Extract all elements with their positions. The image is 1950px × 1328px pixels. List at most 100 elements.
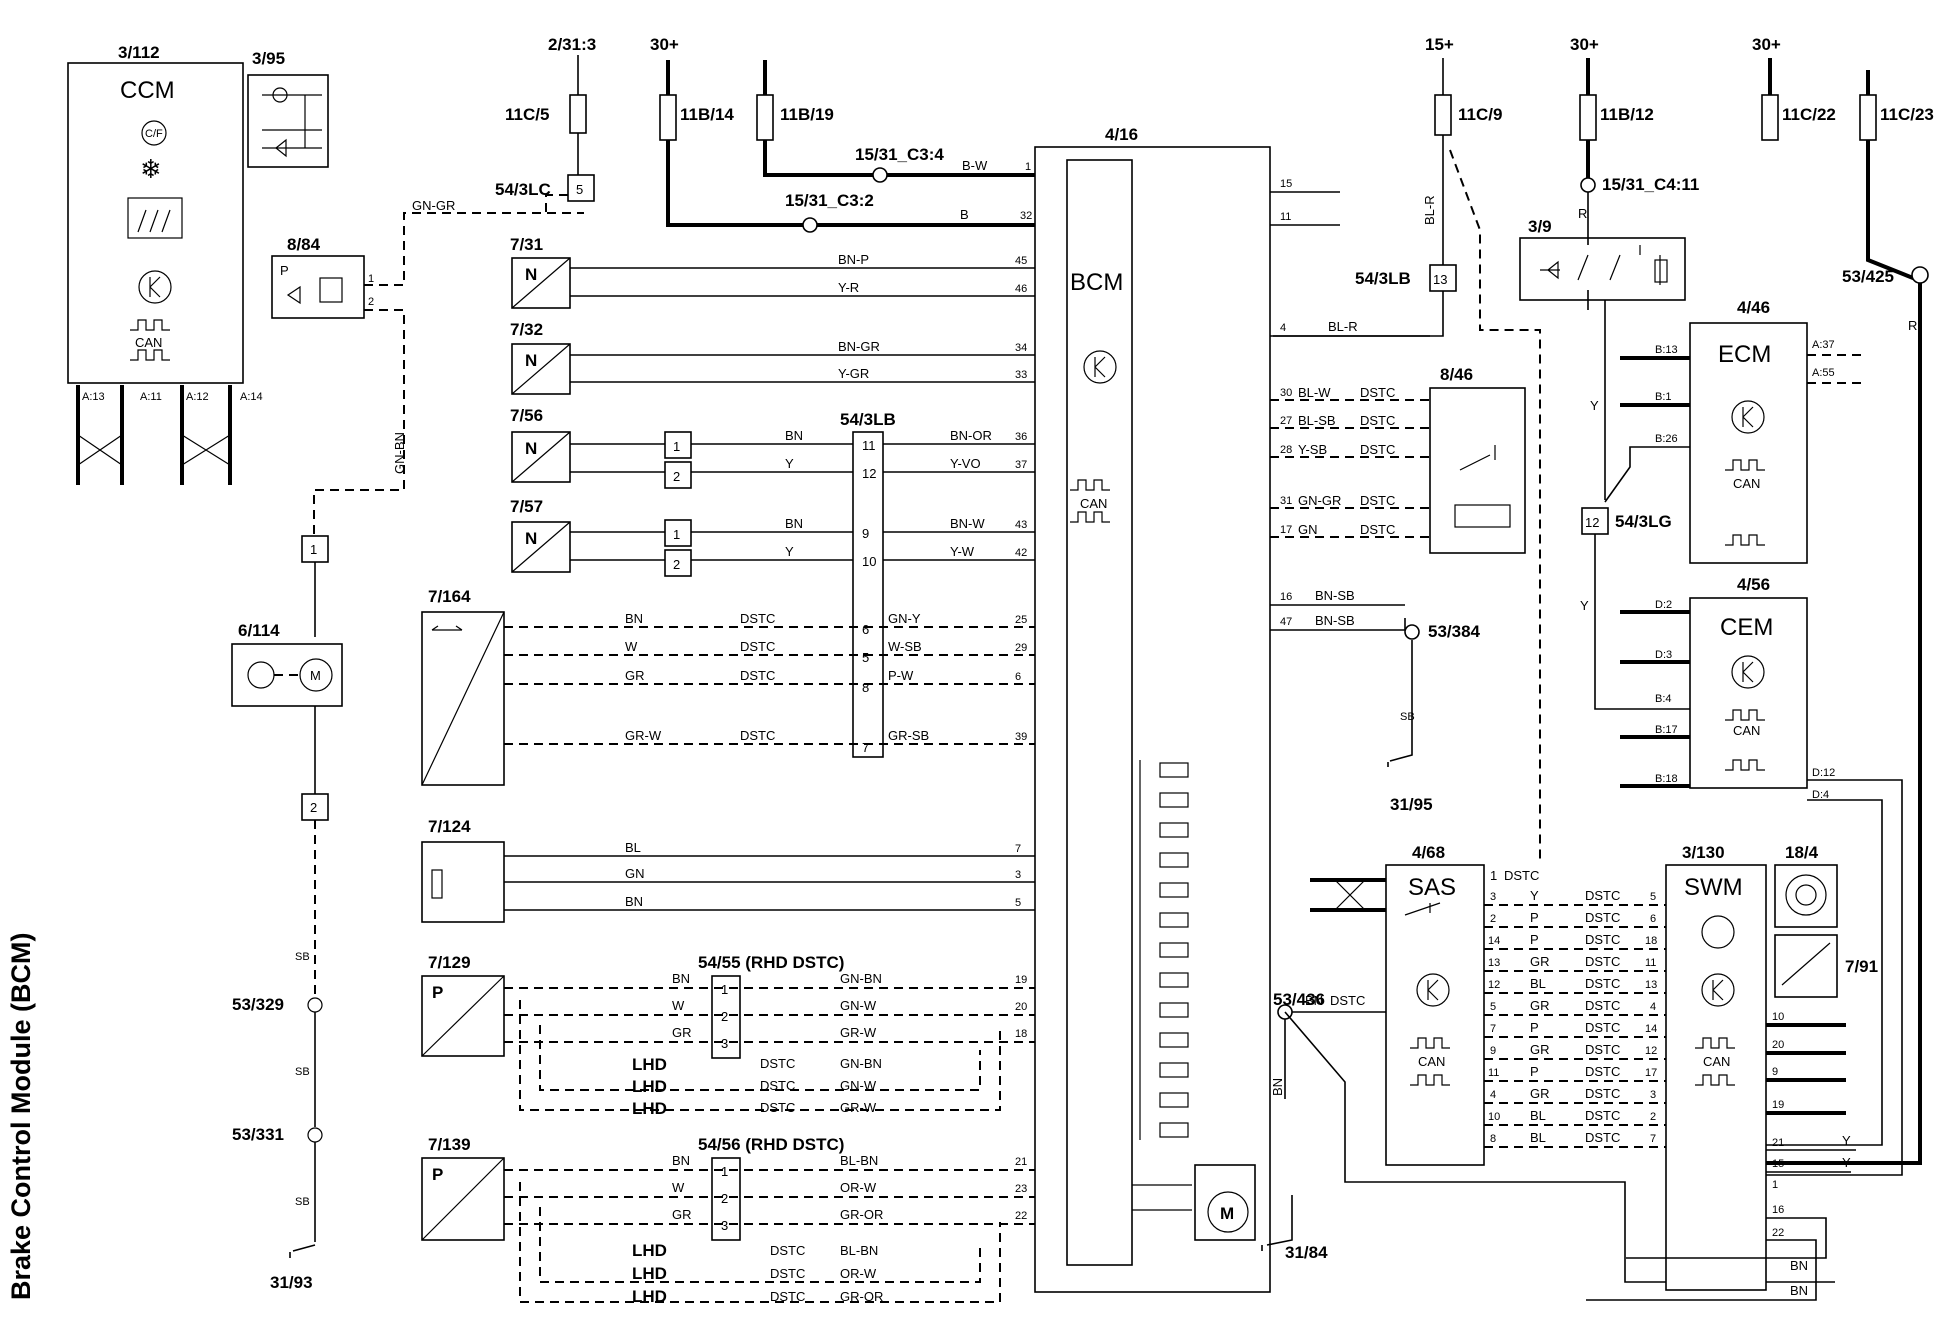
- svg-text:BN: BN: [672, 1153, 690, 1168]
- sensor-7-57: 7/57 N 1 2 BN Y BN-W Y-W 43 42: [510, 497, 1035, 577]
- svg-text:SWM: SWM: [1684, 874, 1743, 901]
- splice-53-331: [307, 1127, 323, 1143]
- svg-text:ECM: ECM: [1718, 341, 1771, 368]
- svg-text:N: N: [525, 439, 537, 458]
- svg-text:1: 1: [1025, 161, 1031, 173]
- svg-text:B:13: B:13: [1655, 344, 1678, 356]
- svg-text:12: 12: [1645, 1045, 1657, 1057]
- svg-text:37: 37: [1015, 459, 1027, 471]
- svg-text:4: 4: [1490, 1089, 1496, 1101]
- svg-text:3: 3: [721, 1218, 728, 1233]
- svg-text:21: 21: [1015, 1156, 1027, 1168]
- svg-text:P: P: [280, 263, 289, 278]
- svg-text:10: 10: [862, 554, 876, 569]
- svg-text:BL: BL: [1530, 976, 1546, 991]
- svg-text:DSTC: DSTC: [770, 1243, 805, 1258]
- svg-text:BL-R: BL-R: [1328, 319, 1358, 334]
- svg-text:53/329: 53/329: [232, 995, 284, 1014]
- svg-text:GN-BN: GN-BN: [840, 1056, 882, 1071]
- can-pulse-icon: [1725, 709, 1765, 721]
- svg-text:13: 13: [1645, 979, 1657, 991]
- svg-text:15: 15: [1772, 1158, 1784, 1170]
- svg-text:LHD: LHD: [632, 1287, 667, 1306]
- svg-text:P: P: [1530, 1064, 1539, 1079]
- svg-text:1: 1: [721, 1164, 728, 1179]
- svg-text:BL-W: BL-W: [1298, 385, 1331, 400]
- svg-text:6: 6: [1015, 671, 1021, 683]
- svg-text:1: 1: [673, 439, 680, 454]
- svg-text:GN-W: GN-W: [840, 998, 877, 1013]
- svg-text:19: 19: [1015, 974, 1027, 986]
- svg-text:GR: GR: [1530, 954, 1550, 969]
- svg-text:B:26: B:26: [1655, 433, 1678, 445]
- valve-solenoids: [1139, 760, 1189, 1140]
- svg-text:DSTC: DSTC: [740, 611, 775, 626]
- svg-text:BN: BN: [672, 971, 690, 986]
- svg-text:P-W: P-W: [888, 668, 914, 683]
- svg-text:10: 10: [1488, 1111, 1500, 1123]
- svg-text:DSTC: DSTC: [1585, 1086, 1620, 1101]
- component-8-84: 8/84 P 1 2 GN-GR GN-BN: [271, 198, 584, 540]
- svg-text:6/114: 6/114: [238, 621, 280, 640]
- svg-text:3: 3: [1650, 1089, 1656, 1101]
- svg-text:BN: BN: [1790, 1283, 1808, 1298]
- svg-text:11: 11: [862, 438, 876, 453]
- svg-text:10: 10: [1772, 1011, 1784, 1023]
- svg-text:3: 3: [1490, 891, 1496, 903]
- svg-text:DSTC: DSTC: [1585, 932, 1620, 947]
- svg-text:22: 22: [1772, 1227, 1784, 1239]
- svg-text:33: 33: [1015, 369, 1027, 381]
- transistor-icon: [1083, 350, 1117, 384]
- svg-text:30+: 30+: [650, 35, 679, 54]
- heater-icon: [137, 209, 171, 233]
- svg-text:5: 5: [1015, 897, 1021, 909]
- component-7-91: 7/91: [1774, 934, 1878, 998]
- svg-text:46: 46: [1015, 283, 1027, 295]
- svg-text:OR-W: OR-W: [840, 1266, 877, 1281]
- svg-text:4/46: 4/46: [1737, 298, 1770, 317]
- svg-text:54/3LG: 54/3LG: [1615, 512, 1672, 531]
- sensor-7-164: 7/164 BN DSTC W DSTC GR DSTC GR-W DSTC G…: [421, 587, 1035, 786]
- svg-text:8/46: 8/46: [1440, 365, 1473, 384]
- svg-text:4: 4: [1280, 322, 1286, 334]
- svg-text:Y: Y: [1842, 1155, 1851, 1170]
- svg-text:D:12: D:12: [1812, 767, 1835, 779]
- svg-text:D:3: D:3: [1655, 649, 1672, 661]
- svg-text:42: 42: [1015, 547, 1027, 559]
- svg-text:3: 3: [1015, 869, 1021, 881]
- svg-text:W: W: [672, 1180, 685, 1195]
- can-pulse-icon: [1695, 1037, 1735, 1049]
- svg-text:N: N: [525, 529, 537, 548]
- svg-text:GR-W: GR-W: [840, 1100, 877, 1115]
- svg-text:BN: BN: [785, 516, 803, 531]
- svg-text:CAN: CAN: [1418, 1054, 1445, 1069]
- svg-text:20: 20: [1015, 1001, 1027, 1013]
- svg-text:2: 2: [721, 1009, 728, 1024]
- component-3-95: 3/95: [247, 49, 329, 168]
- svg-text:GR: GR: [1530, 1042, 1550, 1057]
- svg-text:BL: BL: [1530, 1130, 1546, 1145]
- svg-text:1: 1: [310, 542, 317, 557]
- svg-text:BN-SB: BN-SB: [1315, 588, 1355, 603]
- svg-text:54/3LC: 54/3LC: [495, 180, 551, 199]
- diode-icon: [275, 138, 287, 158]
- svg-text:BN: BN: [1305, 993, 1323, 1008]
- svg-text:A:11: A:11: [140, 391, 162, 403]
- svg-text:DSTC: DSTC: [740, 639, 775, 654]
- svg-text:P: P: [1530, 1020, 1539, 1035]
- svg-text:7: 7: [862, 740, 869, 755]
- svg-text:DSTC: DSTC: [1360, 522, 1395, 537]
- svg-text:DSTC: DSTC: [1585, 954, 1620, 969]
- svg-text:7/164: 7/164: [428, 587, 471, 606]
- sensor-7-139: 7/139 P 54/56 (RHD DSTC) 1 2 3 BN W GR B…: [421, 1135, 1035, 1306]
- connector-54-3lb: 54/3LB 11 12 9 10 6 5 8 7: [840, 410, 896, 758]
- svg-text:54/3LB: 54/3LB: [840, 410, 896, 429]
- svg-text:R: R: [1578, 206, 1587, 221]
- svg-text:3/130: 3/130: [1682, 843, 1725, 862]
- svg-text:53/436: 53/436: [1273, 990, 1325, 1009]
- svg-text:BN-P: BN-P: [838, 252, 869, 267]
- svg-text:54/3LB: 54/3LB: [1355, 269, 1411, 288]
- svg-text:6: 6: [1650, 913, 1656, 925]
- svg-text:8: 8: [1490, 1133, 1496, 1145]
- svg-text:4: 4: [1650, 1001, 1656, 1013]
